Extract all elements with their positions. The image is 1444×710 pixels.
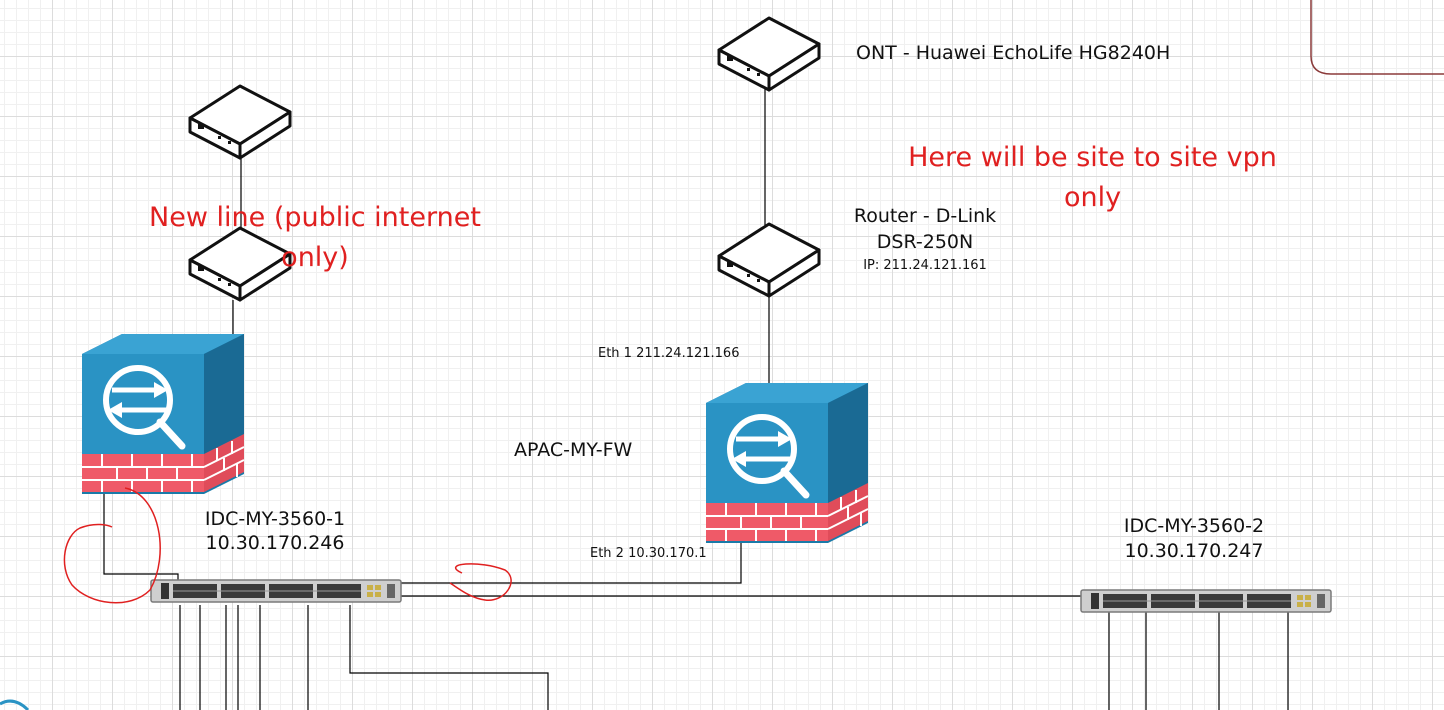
router-ip-label: IP: 211.24.121.161	[863, 258, 987, 273]
ont-label: ONT - Huawei EchoLife HG8240H	[856, 42, 1171, 64]
vpn-annotation: Here will be site to site vpn only	[908, 142, 1277, 213]
switch-2-icon[interactable]	[1080, 589, 1332, 613]
firewall-left-icon[interactable]	[82, 334, 244, 494]
eth2-label: Eth 2 10.30.170.1	[590, 546, 707, 561]
switch1-name-label: IDC-MY-3560-1	[204, 508, 346, 530]
modem-top-left-icon[interactable]	[188, 84, 292, 160]
firewall-apac-icon[interactable]	[706, 383, 868, 543]
switch-1-icon[interactable]	[150, 579, 402, 603]
switch1-ip-label: 10.30.170.246	[205, 532, 345, 554]
router-label-line1: Router - D-Link	[853, 205, 997, 227]
eth1-label: Eth 1 211.24.121.166	[598, 346, 740, 361]
router-icon[interactable]	[717, 222, 821, 298]
red-scribble-annotations	[63, 487, 512, 604]
switch2-name-label: IDC-MY-3560-2	[1123, 515, 1265, 537]
ont-modem-icon[interactable]	[717, 16, 821, 92]
partial-blue-icon	[0, 699, 30, 710]
connection-lines	[103, 88, 1289, 710]
switch2-ip-label: 10.30.170.247	[1124, 540, 1264, 562]
new-line-annotation: New line (public internet only)	[149, 202, 481, 273]
router-label-line2: DSR-250N	[876, 231, 974, 253]
firewall-name-label: APAC-MY-FW	[514, 439, 633, 461]
shape-corner-top-right	[1310, 0, 1444, 75]
